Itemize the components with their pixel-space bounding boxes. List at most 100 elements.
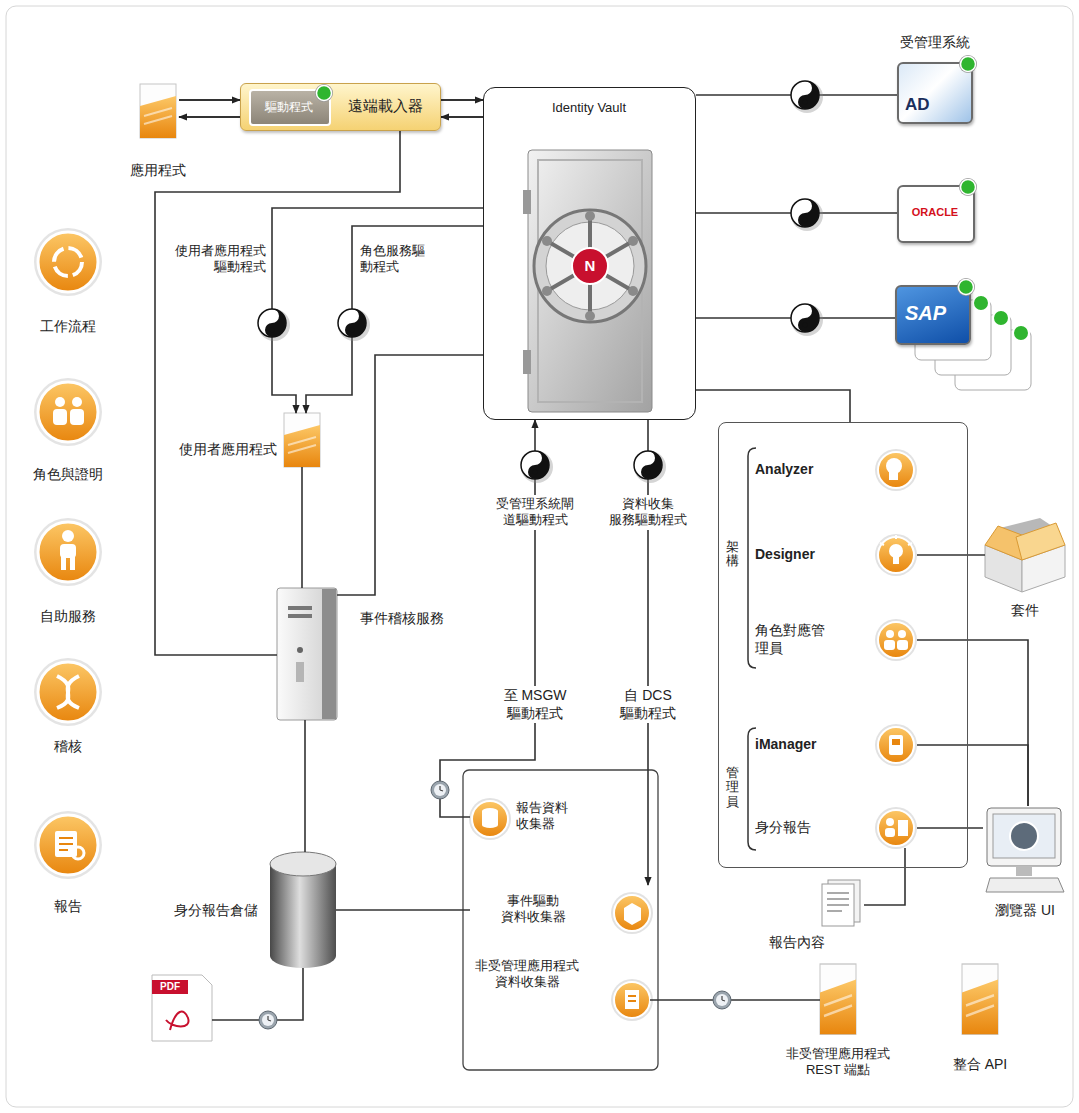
tools-panel [718,422,968,868]
status-dot [957,53,979,75]
driver-label: 資料收集 服務驅動程式 [603,495,693,530]
feature-icon: 稽核 [36,660,100,724]
collector-panel [463,770,658,1070]
feature-icons-part [57,676,79,708]
tools-panel-part [892,739,900,745]
node-label: 稽核 [8,738,128,756]
tools-panel-part [748,728,756,850]
tools-panel-part [875,449,917,491]
feature-icons-part [61,556,66,570]
report-warehouse: 身分報告倉儲 [270,852,336,968]
collector-panel-part [611,979,653,1021]
server-illustration-part [322,589,336,719]
status-dot-ring [957,278,975,296]
tools-panel-part [886,818,894,826]
node-label: 身分報告倉儲 [130,902,258,920]
schedule-clocks-part [713,991,731,1009]
connector [917,745,1028,806]
tool-item: Designer [755,535,917,575]
package-box [985,518,1065,592]
node-label: 事件稽核服務 [360,610,470,628]
tools-panel-part [875,807,917,849]
server-illustration-part [277,588,337,720]
server-illustration [277,588,337,720]
connector [337,355,483,595]
driver-symbols-part [634,451,666,483]
status-dot [313,82,335,104]
connector [917,640,1028,806]
browser-node: 瀏覽器 UI [983,806,1067,894]
connector [272,208,483,413]
browser-monitor-part [987,808,1061,866]
identity-vault: Identity Vault [483,87,696,420]
feature-icons-part [34,811,102,879]
warehouse-cylinder [270,852,336,968]
server-illustration-part [288,614,312,618]
status-dot-ring [959,55,977,73]
driver-symbols-part [338,309,370,341]
connector [864,848,905,905]
node-label: 遠端載入器 [333,97,437,116]
node-label: 瀏覽器 UI [965,902,1079,920]
vault-illustration-part [523,350,531,374]
driver-label: 受管理系統閘 道驅動程式 [490,495,580,530]
vault-illustration-part [542,236,552,246]
pdf-icon-part [166,1012,189,1030]
driver-symbols-part [258,309,290,341]
pdf-icon-part [152,980,188,994]
feature-icons-part [59,838,73,850]
feature-icon: 工作流程 [36,230,100,294]
page-frame [6,6,1073,1107]
node-label: 報告內容 [742,934,852,952]
vault-illustration-part [628,286,638,296]
vault-illustration-part [542,286,552,296]
connector [306,226,483,413]
tools-panel-part [898,630,906,638]
tools-panel-part [875,724,917,766]
connector [304,720,306,852]
api-node: 整合 API [962,962,998,1034]
node-label: 工作流程 [8,318,128,336]
feature-icons-part [72,847,84,859]
event-audit-server: 事件稽核服務 [277,588,337,720]
application-node: 應用程式 [137,82,179,140]
node-label: 報告 [8,898,128,916]
status-dot-light [959,280,974,295]
driver-symbols-part [521,451,553,483]
warehouse-cylinder-part [270,864,336,956]
vault-logo-letter: N [580,256,600,276]
vault-illustration [483,87,696,420]
node-label: 角色與證明 [8,466,128,484]
driver-symbols-part [791,304,823,336]
connector [440,420,535,817]
vault-illustration-part [534,210,646,322]
schedule-clocks-part [259,1011,277,1029]
tools-panel-part [898,820,908,836]
collector-panel-part [628,996,636,1001]
node-label: 自助服務 [8,608,128,626]
application-icon [140,84,176,138]
package-node: 套件 [985,520,1065,592]
feature-icons-part [34,518,102,586]
sap-stack-part [973,295,989,311]
feature-icons-part [70,556,75,570]
vault-illustration-part [585,311,595,321]
connector [212,968,303,1020]
tools-panel-part [889,471,898,480]
feature-icons-part [70,409,84,425]
user-application-icon [284,413,320,467]
connector [441,116,483,118]
collector-panel-part [625,990,639,1009]
rest-endpoint-icon [820,964,856,1034]
node-label: Designer [755,546,865,564]
feature-icon: 自助服務 [36,520,100,584]
report-document [822,880,860,926]
vault-illustration-part [538,160,642,402]
collector-item: 非受管理應用程式 資料收集器 [466,950,650,1016]
feature-icons-part [55,397,65,407]
node-label: 非受管理應用程式 REST 端點 [780,1046,896,1079]
feature-icons-part [72,397,82,407]
vault-illustration-part [572,248,608,284]
